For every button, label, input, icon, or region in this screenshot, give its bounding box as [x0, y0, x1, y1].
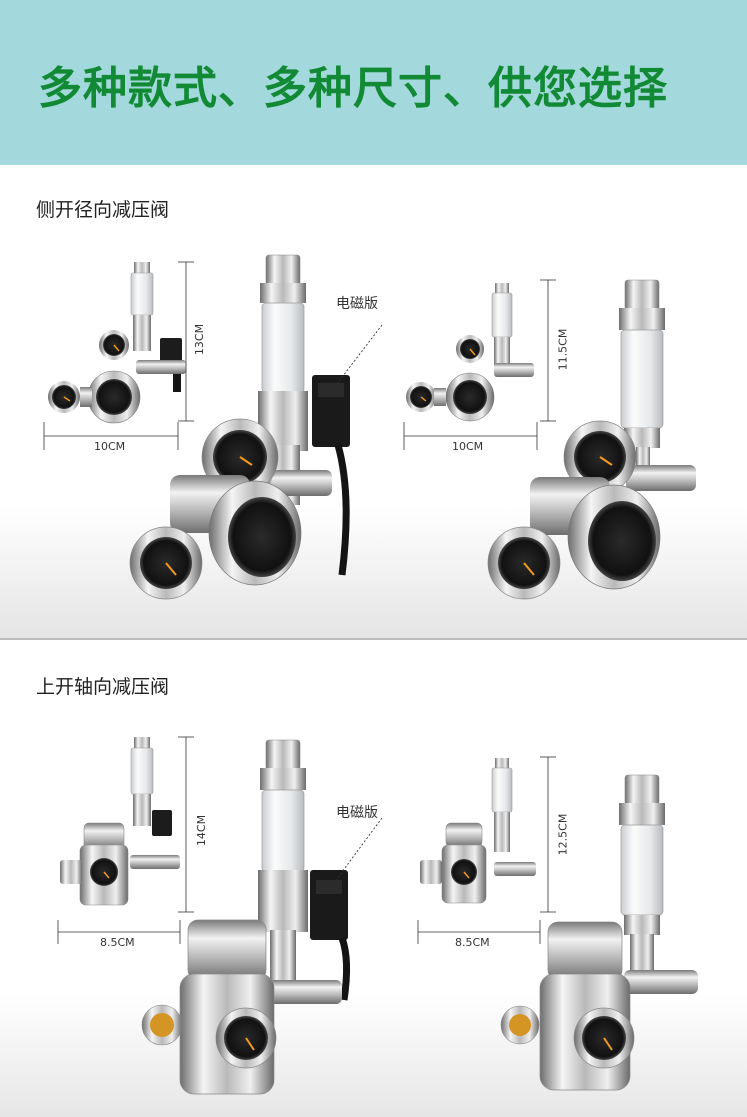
large-radial-regulator-solenoid [129, 254, 350, 600]
section-title: 上开轴向减压阀 [36, 676, 170, 698]
height-dimension-left: 13CM [193, 323, 207, 356]
solenoid-callout: 电磁版 [336, 296, 378, 312]
width-dimension-right: 10CM [452, 440, 484, 453]
small-radial-regulator-left [48, 262, 186, 424]
section-title: 侧开径向减压阀 [36, 199, 170, 221]
top-banner: 多种款式、多种尺寸、供您选择 [0, 0, 747, 165]
large-axial-regulator-solenoid [141, 739, 351, 1095]
height-dimension-left: 14CM [195, 814, 209, 847]
section-radial-regulators: 侧开径向减压阀 [0, 165, 747, 639]
section-axial-regulators: 上开轴向减压阀 [0, 640, 747, 1117]
large-radial-regulator-right [487, 279, 696, 600]
radial-regulator-illustration [43, 254, 696, 600]
height-dimension-right: 11.5CM [556, 328, 570, 371]
section-divider [0, 638, 747, 640]
small-axial-regulator-left [60, 737, 180, 906]
large-axial-regulator-right [500, 774, 698, 1091]
width-dimension-left: 10CM [94, 440, 126, 453]
width-dimension-left: 8.5CM [100, 936, 135, 949]
solenoid-callout: 电磁版 [336, 805, 378, 821]
height-dimension-right: 12.5CM [556, 813, 570, 856]
small-radial-regulator-right [406, 283, 534, 422]
axial-regulator-illustration [57, 736, 698, 1095]
small-axial-regulator-right [420, 758, 536, 904]
width-dimension-right: 8.5CM [455, 936, 490, 949]
banner-title: 多种款式、多种尺寸、供您选择 [38, 63, 668, 114]
